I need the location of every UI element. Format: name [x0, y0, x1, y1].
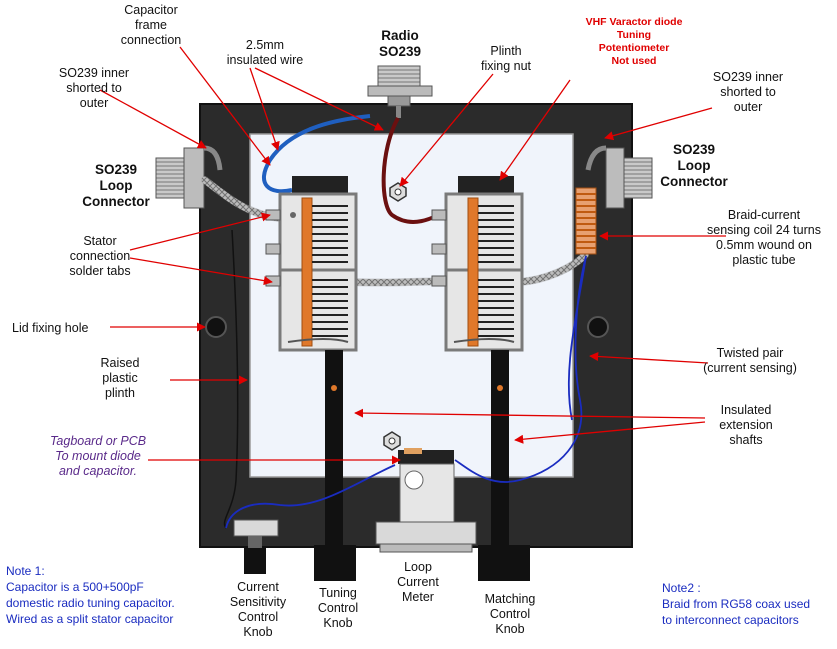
matching-extension-shaft [491, 350, 509, 545]
label-stator-tabs: Stator connection solder tabs [69, 234, 131, 278]
loop-current-meter [375, 521, 477, 545]
current-sensitivity-knob [244, 548, 266, 574]
twisted-pair [454, 255, 587, 483]
tuning-capacitor [265, 176, 358, 352]
label-loop-connector-left: SO239 Loop Connector [82, 162, 150, 209]
label-loop-connector-right: SO239 Loop Connector [660, 142, 728, 189]
label-current-knob: Current Sensitivity Control Knob [229, 580, 287, 639]
label-braid-coil: Braid-current sensing coil 24 turns 0.5m… [707, 208, 821, 267]
label-twisted-pair: Twisted pair (current sensing) [703, 346, 797, 375]
lid-fixing-hole-left [205, 316, 227, 338]
note-1: Note 1: Capacitor is a 500+500pF domesti… [6, 564, 175, 626]
lid-fixing-hole-right [587, 316, 609, 338]
label-raised-plinth: Raised plastic plinth [100, 356, 140, 400]
label-lid-hole: Lid fixing hole [12, 321, 89, 335]
label-extension-shafts: Insulated extension shafts [719, 403, 773, 447]
note-2: Note2 : Braid from RG58 coax used to int… [662, 581, 811, 627]
current-sensitivity-pot [233, 519, 279, 537]
label-vhf-varactor: VHF Varactor diode Tuning Potentiometer … [585, 16, 683, 67]
matching-capacitor [431, 176, 524, 352]
radio-so239-connector [367, 65, 433, 118]
label-insulated-wire: 2.5mm insulated wire [226, 38, 304, 67]
matching-control-knob [478, 545, 530, 581]
label-so239-inner-right: SO239 inner shorted to outer [712, 70, 784, 114]
label-tuning-knob: Tuning Control Knob [317, 586, 359, 630]
label-radio-so239: Radio SO239 [378, 28, 422, 59]
label-tagboard: Tagboard or PCB To mount diode and capac… [49, 434, 147, 478]
tuning-control-knob [314, 545, 356, 581]
label-so239-inner-left: SO239 inner shorted to outer [58, 66, 130, 110]
label-capacitor-frame: Capacitor frame connection [120, 3, 182, 47]
so239-loop-connector-right [585, 145, 653, 209]
tagboard-pcb [398, 448, 455, 523]
tuning-extension-shaft [325, 350, 343, 545]
label-matching-knob: Matching Control Knob [484, 592, 536, 636]
label-loop-meter: Loop Current Meter [397, 560, 439, 604]
current-sense-wire [223, 229, 239, 529]
braid-current-sensing-coil [575, 187, 597, 255]
label-plinth-nut: Plinth fixing nut [480, 44, 532, 73]
